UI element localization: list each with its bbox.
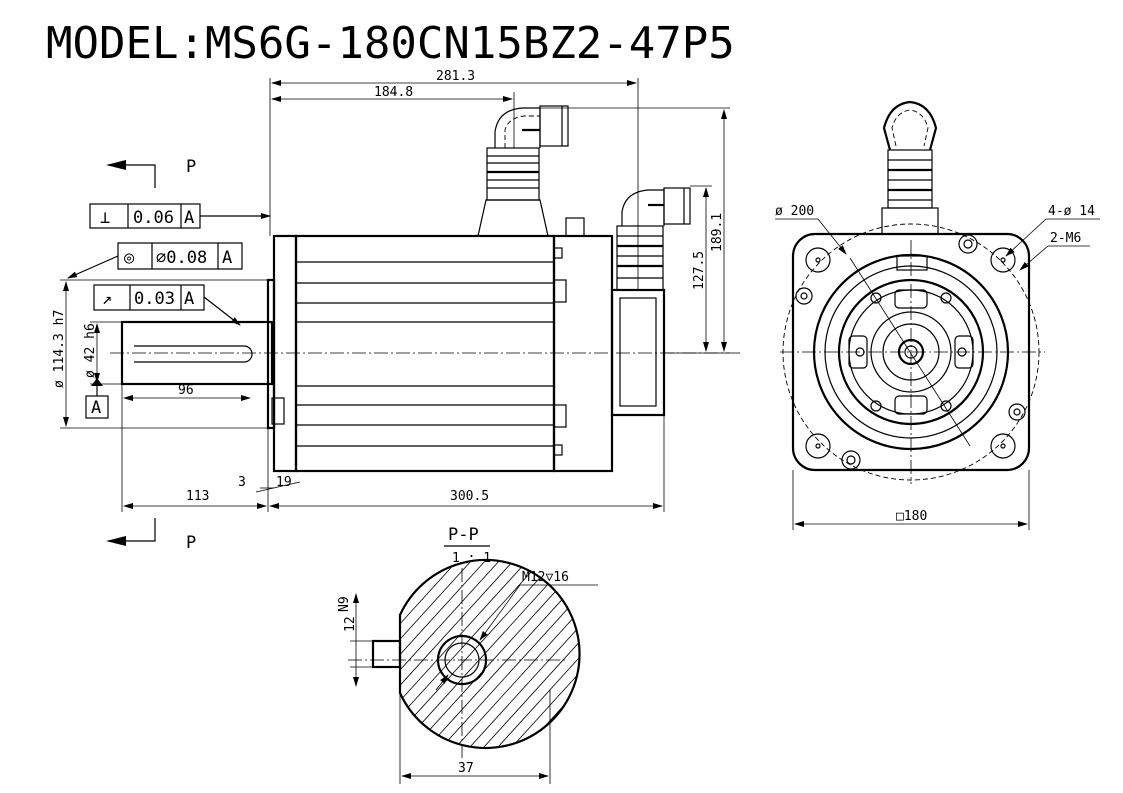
hatch-line: [400, 560, 501, 749]
side-view-dimensions: 281.3 184.8 189.1 127.5 ø 114.3 h7 ø 42 …: [52, 69, 730, 512]
dim-overall-top: 281.3: [436, 69, 475, 84]
tolerance-frame-perpendicularity: ⊥ 0.06 A: [89, 203, 271, 229]
hatch-line: [400, 560, 487, 749]
dim-holes: 4-ø 14: [1048, 204, 1095, 219]
hatch-line: [400, 560, 557, 749]
hatch-line: [400, 560, 515, 749]
tolerance-datum: A: [222, 248, 232, 268]
dim-square: □180: [896, 509, 927, 524]
hatch-line: [400, 560, 403, 749]
hatch-line: [160, 560, 360, 780]
tolerance-value: ∅0.08: [156, 248, 207, 268]
hatch-line: [400, 560, 473, 749]
tolerance-value: 0.06: [133, 208, 174, 228]
dim-flange-3: 3: [238, 475, 246, 490]
dim-pcd: ø 200: [775, 204, 814, 219]
section-label: P-P: [448, 525, 479, 545]
section-marker-bottom: P: [106, 518, 196, 553]
datum-a-label: A: [91, 398, 101, 418]
dim-height-189: 189.1: [710, 213, 725, 252]
dim-width: 37: [458, 761, 474, 776]
hatch-line: [439, 560, 580, 749]
section-view: P-P 1 : 1 M12▽16 N9 12 37: [160, 525, 808, 784]
dim-height-127: 127.5: [692, 251, 707, 290]
hatch-line: [400, 560, 459, 749]
section-marker-bottom-label: P: [186, 533, 196, 553]
encoder-connector: [616, 187, 691, 291]
front-view-dimensions: ø 200 4-ø 14 2-M6 □180: [775, 204, 1100, 530]
hatch-line: [551, 560, 580, 749]
tolerance-datum: A: [184, 208, 194, 228]
dim-key-width: 12: [343, 616, 358, 632]
dim-flange-19: 19: [276, 475, 292, 490]
hatch-line: [400, 560, 543, 749]
dim-shaft-length: 113: [186, 489, 209, 504]
hatch-line: [174, 560, 374, 780]
hatch-line: [400, 560, 417, 749]
power-connector: [486, 105, 569, 201]
hatch-line: [565, 560, 580, 749]
front-view: [780, 100, 1045, 484]
dim-total-length: 300.5: [450, 489, 489, 504]
perpendicularity-icon: ⊥: [100, 208, 110, 228]
hatch-line: [453, 560, 580, 749]
dim-pilot: ø 114.3 h7: [52, 310, 67, 388]
hatch-line: [467, 560, 580, 749]
section-marker-top-label: P: [186, 157, 196, 177]
dim-tapped: 2-M6: [1050, 231, 1081, 246]
hatch-line: [580, 560, 780, 780]
hatch-line: [594, 560, 794, 780]
hatch-line: [188, 560, 388, 780]
dim-connector: 184.8: [374, 85, 413, 100]
runout-icon: ↗: [102, 289, 112, 309]
dim-shaft: ø 42 h6: [83, 323, 98, 378]
dim-thread: M12▽16: [522, 570, 569, 585]
tolerance-frame-concentricity: ◎ ∅0.08 A: [67, 242, 243, 279]
dim-key: N9: [337, 596, 352, 612]
model-title: MODEL:MS6G-180CN15BZ2-47P5: [46, 18, 735, 69]
tolerance-frame-runout: ↗ 0.03 A: [93, 284, 241, 326]
tolerance-value: 0.03: [134, 289, 175, 309]
tolerance-datum: A: [184, 289, 194, 309]
hatch-line: [400, 560, 529, 749]
section-marker-top: P: [106, 157, 196, 188]
concentricity-icon: ◎: [124, 248, 135, 268]
hatch-line: [608, 560, 808, 780]
dim-key-length: 96: [178, 383, 194, 398]
